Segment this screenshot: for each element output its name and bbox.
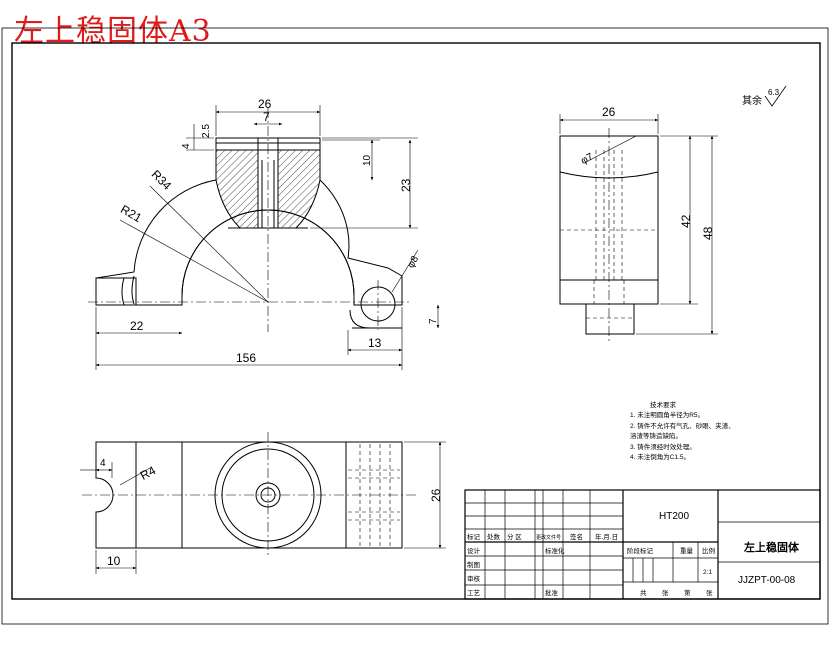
stage-mark-label: 阶段标记 bbox=[627, 546, 654, 555]
tech-req-item: 4. 未注倒角为C1.5。 bbox=[630, 452, 690, 461]
dim-front-2-5: 2.5 bbox=[201, 124, 212, 138]
dim-side-48: 48 bbox=[701, 226, 715, 240]
row-label: 签名 bbox=[570, 532, 583, 541]
dim-front-7b: 7 bbox=[428, 318, 439, 324]
dim-plan-4: 4 bbox=[100, 458, 106, 469]
scale-label: 比例 bbox=[702, 546, 715, 555]
roughness-check-icon bbox=[764, 85, 787, 107]
title-block-text: HT200 左上稳固体 JJZPT-00-08 标记 处数 分 区 更改文件号 … bbox=[467, 511, 800, 597]
roughness-label: 其余 bbox=[742, 94, 762, 107]
row-label: 分 区 bbox=[507, 532, 522, 541]
dim-plan-r4: R4 bbox=[138, 463, 158, 483]
dim-front-r21: R21 bbox=[118, 202, 144, 225]
plan-centerlines bbox=[82, 432, 416, 558]
side-dimension-lines bbox=[559, 114, 718, 335]
part-name: 左上稳固体 bbox=[743, 540, 800, 554]
front-dimension-lines bbox=[95, 105, 440, 370]
weight-label: 重量 bbox=[680, 547, 694, 555]
dim-front-22: 22 bbox=[130, 319, 144, 333]
dim-plan-26: 26 bbox=[429, 488, 443, 502]
sheets-label: 张 bbox=[662, 588, 669, 597]
dim-front-r34: R34 bbox=[149, 167, 175, 193]
standardize-label: 标准化 bbox=[545, 546, 565, 555]
design-label: 设计 bbox=[467, 546, 481, 555]
dim-front-10: 10 bbox=[362, 154, 373, 166]
tech-req-item: 3. 铸件须经时效处理。 bbox=[630, 442, 696, 451]
tech-req-title: 技术要求 bbox=[650, 400, 677, 409]
drawing-frame bbox=[11, 42, 821, 600]
dim-side-26: 26 bbox=[602, 105, 616, 119]
dim-front-13: 13 bbox=[368, 336, 382, 350]
dim-front-4: 4 bbox=[181, 143, 192, 149]
tech-req-item: 1. 未注明圆角半径为R5。 bbox=[630, 410, 704, 419]
dim-front-7: 7 bbox=[263, 110, 270, 124]
dim-front-26: 26 bbox=[258, 97, 272, 111]
dim-side-42: 42 bbox=[679, 214, 693, 228]
drawing-number: JJZPT-00-08 bbox=[738, 575, 796, 586]
tech-req-item: 2. 铸件不允许有气孔、砂眼、夹渣、 bbox=[630, 421, 735, 430]
process-label: 工艺 bbox=[467, 589, 481, 597]
technical-requirements: 技术要求 1. 未注明圆角半径为R5。 2. 铸件不允许有气孔、砂眼、夹渣、 溶… bbox=[630, 400, 735, 461]
tech-req-item: 溶渣等铸造缺陷。 bbox=[630, 431, 682, 440]
dim-side-phi: φ7 bbox=[579, 151, 595, 167]
dim-front-156: 156 bbox=[236, 351, 256, 365]
row-label: 处数 bbox=[487, 532, 501, 541]
front-centerlines bbox=[88, 108, 410, 332]
dim-plan-10: 10 bbox=[107, 554, 121, 568]
scale-value: 2:1 bbox=[703, 569, 712, 576]
sheets-label: 共 bbox=[640, 588, 647, 597]
side-hidden-lines bbox=[560, 150, 658, 319]
plan-dimension-lines bbox=[80, 441, 446, 574]
dim-front-phi8: φ8 bbox=[406, 254, 422, 270]
sheets-label: 张 bbox=[706, 588, 713, 597]
row-label: 更改文件号 bbox=[536, 534, 561, 541]
row-label: 年.月.日 bbox=[595, 532, 618, 541]
row-label: 标记 bbox=[467, 532, 481, 541]
surface-roughness-note: 其余 6.3 bbox=[742, 85, 787, 107]
dim-front-23: 23 bbox=[399, 178, 413, 192]
drafter-label: 制图 bbox=[467, 560, 480, 569]
trim-border bbox=[1, 27, 829, 625]
front-view bbox=[95, 137, 403, 329]
approve-label: 批准 bbox=[545, 588, 559, 597]
sheets-label: 第 bbox=[684, 588, 691, 597]
roughness-value: 6.3 bbox=[768, 88, 780, 97]
title-block bbox=[464, 489, 821, 600]
material: HT200 bbox=[659, 511, 689, 522]
review-label: 审核 bbox=[467, 574, 481, 583]
front-radius-leaders bbox=[119, 185, 419, 303]
